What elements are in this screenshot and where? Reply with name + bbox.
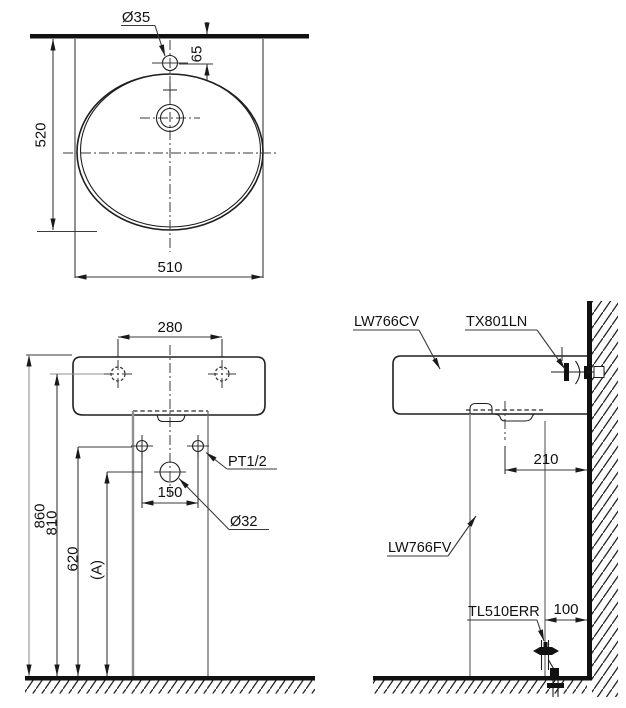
dim-depth-label: 520 (33, 122, 50, 147)
floor-line-side (373, 676, 592, 681)
stop-valve-model-label: TL510ERR (468, 604, 540, 620)
center-cross-marker (163, 83, 177, 97)
dim-drain-height-label: (A) (89, 560, 106, 580)
basin-front-outline (72, 356, 266, 416)
floor-hatching-side (373, 680, 587, 694)
drain-dia-label: Ø32 (230, 514, 257, 530)
stop-valve-fitting (533, 640, 564, 697)
callout-pedestal-model: LW766FV (387, 515, 477, 557)
dim-valve-to-wall-label: 100 (553, 601, 578, 618)
dim-drain-to-wall-label: 210 (533, 451, 558, 468)
dim-drain-to-wall-210: 210 (505, 451, 587, 473)
trap-recess-profile (493, 413, 535, 422)
basin-model-label: LW766CV (354, 314, 419, 330)
wall-faucet-fitting (551, 360, 605, 385)
dim-overall-height-860: 860 (26, 354, 72, 676)
dim-hole-spacing-label: 280 (157, 319, 182, 336)
drain-fitting-bump (469, 402, 493, 414)
callout-basin-model: LW766CV (353, 314, 441, 370)
dim-overall-height-label: 860 (32, 503, 49, 528)
wall-line (30, 34, 309, 39)
pedestal-model-label: LW766FV (388, 540, 452, 556)
callout-supply-thread: PT1/2 (205, 452, 277, 470)
drain-outlet-hole (154, 461, 186, 483)
basin-side-outline (392, 355, 587, 415)
pedestal-notch (156, 414, 186, 423)
dim-hanger-height-label: 810 (44, 510, 61, 535)
dim-offset-65: 65 (179, 22, 213, 80)
dim-supply-height-620: 620 (65, 446, 132, 676)
mounting-hole-left (104, 360, 132, 388)
wall-section-line (587, 301, 592, 681)
mounting-hole-right (208, 360, 236, 388)
dim-hanger-height-810: 810 (44, 373, 104, 676)
faucet-model-label: TX801LN (466, 314, 527, 330)
dim-offset-label: 65 (189, 46, 206, 63)
side-view: 210 100 LW766CV TX801LN LW766FV TL510ERR (353, 301, 618, 697)
front-view: 280 (25, 319, 315, 694)
top-view: 520 510 65 Ø35 (30, 9, 309, 280)
wall-hatching (592, 301, 618, 697)
dim-width-510: 510 (75, 259, 263, 280)
dim-width-label: 510 (157, 259, 182, 276)
dim-supply-spacing-label: 150 (157, 484, 182, 501)
dim-drain-height-A: (A) (89, 471, 143, 676)
callout-faucet-model: TX801LN (465, 314, 566, 370)
faucet-hole-dia-label: Ø35 (122, 9, 150, 26)
dim-hole-spacing-280: 280 (117, 319, 223, 367)
dim-valve-to-wall-100: 100 (545, 601, 587, 623)
supply-thread-label: PT1/2 (228, 454, 267, 470)
callout-stop-valve-model: TL510ERR (467, 604, 545, 642)
floor-hatching (25, 680, 315, 694)
floor-line (25, 676, 315, 681)
callout-faucet-hole-dia: Ø35 (121, 9, 166, 57)
callout-drain-dia: Ø32 (178, 478, 269, 531)
dim-supply-spacing-150: 150 (141, 452, 199, 508)
dim-supply-height-label: 620 (65, 546, 82, 571)
dim-depth-520: 520 (33, 39, 97, 233)
